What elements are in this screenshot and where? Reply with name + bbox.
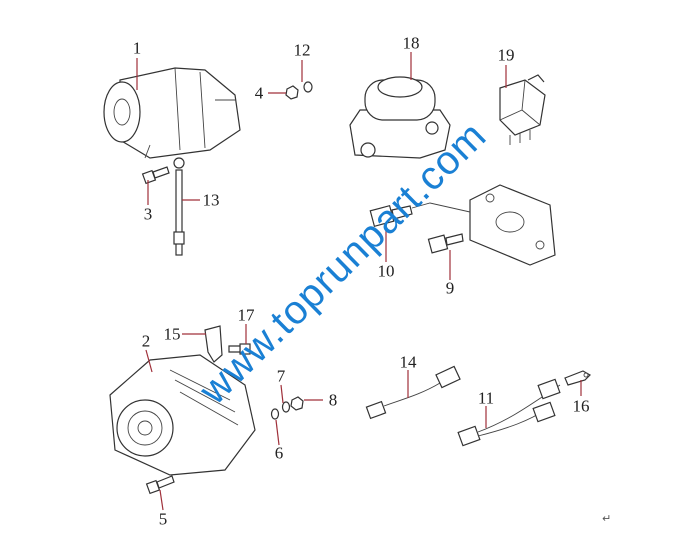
bolt-5 bbox=[145, 475, 175, 495]
bolt-3 bbox=[141, 166, 170, 185]
label-13: 13 bbox=[202, 190, 220, 210]
label-11: 11 bbox=[477, 388, 495, 408]
leader-lines bbox=[136, 52, 582, 511]
magnetic-switch-18 bbox=[349, 76, 451, 159]
sensor-harness-14 bbox=[365, 365, 461, 420]
label-5: 5 bbox=[158, 509, 168, 529]
label-14: 14 bbox=[399, 352, 417, 372]
manifold-plate bbox=[469, 184, 556, 266]
label-9: 9 bbox=[445, 278, 455, 298]
sensor-10 bbox=[369, 202, 471, 228]
label-16: 16 bbox=[572, 396, 590, 416]
sensor-9 bbox=[427, 233, 464, 254]
label-4: 4 bbox=[254, 83, 264, 103]
label-3: 3 bbox=[143, 204, 153, 224]
label-6: 6 bbox=[274, 443, 284, 463]
label-10: 10 bbox=[377, 261, 395, 281]
label-7: 7 bbox=[276, 366, 286, 386]
starter-motor bbox=[103, 67, 241, 159]
relay-19 bbox=[499, 74, 546, 145]
label-12: 12 bbox=[293, 40, 311, 60]
alternator bbox=[109, 354, 256, 476]
label-15: 15 bbox=[163, 324, 181, 344]
washers bbox=[270, 396, 304, 420]
bolt-17 bbox=[228, 343, 251, 355]
cable-13 bbox=[173, 157, 185, 256]
label-1: 1 bbox=[132, 38, 142, 58]
return-mark: ↵ bbox=[602, 512, 612, 525]
label-2: 2 bbox=[141, 331, 151, 351]
label-19: 19 bbox=[497, 45, 515, 65]
clip-16 bbox=[564, 370, 591, 386]
bracket-15 bbox=[204, 325, 223, 363]
wire-harness-11 bbox=[457, 378, 561, 447]
nut-and-washer bbox=[285, 81, 313, 100]
label-18: 18 bbox=[402, 33, 420, 53]
label-17: 17 bbox=[237, 305, 255, 325]
label-8: 8 bbox=[328, 390, 338, 410]
